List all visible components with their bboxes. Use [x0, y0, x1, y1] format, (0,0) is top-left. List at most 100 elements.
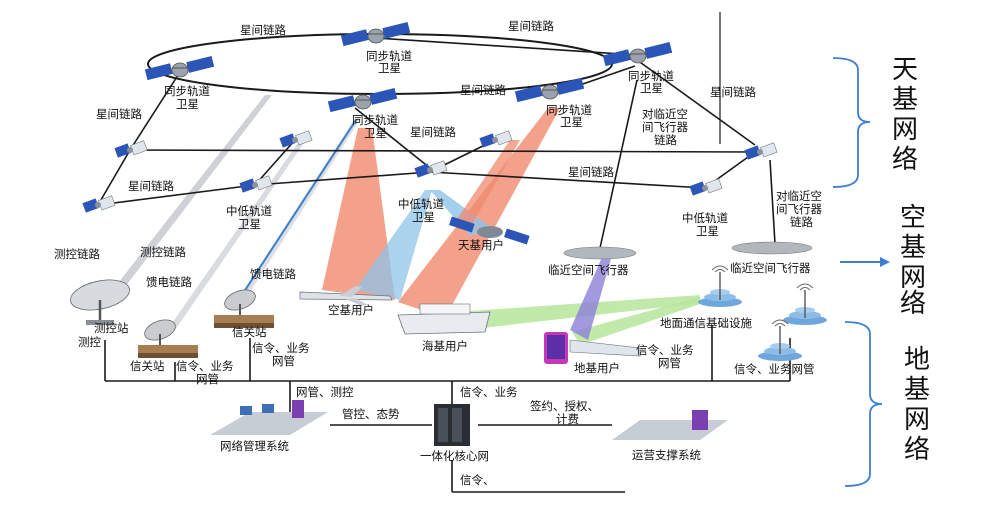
meo-satellite-7-icon	[688, 178, 723, 197]
meo-satellite-2-icon	[81, 195, 116, 214]
near-space-link-line-2	[769, 159, 776, 245]
geo-2-label-line-1: 同步轨道	[366, 49, 412, 63]
ground-network-char-3: 网	[904, 405, 930, 435]
air-network-char-3: 网	[900, 263, 926, 293]
sig-bus-2-line-1: 信令、业务	[252, 341, 310, 355]
geo-5-label-line-2: 卫星	[640, 81, 663, 95]
sig-bus-2-line-2: 网管	[272, 354, 295, 368]
meo-2-label-line-2: 卫星	[412, 210, 435, 224]
geo-satellite-4-icon	[514, 77, 585, 103]
isl-meo-row2-line	[97, 184, 256, 206]
beam-geo-to-air-user	[322, 128, 395, 300]
beam-tt-link	[108, 95, 272, 300]
feeder-link-1-label: 馈电链路	[146, 275, 192, 289]
ground-user-devices-icon	[544, 332, 641, 364]
ground-user-label: 地基用户	[574, 361, 620, 375]
ground-network-char-4: 络	[904, 435, 930, 465]
beam-feeder-2	[240, 118, 361, 300]
beam-purple-ground	[570, 255, 612, 340]
geo-1-label-line-2: 卫星	[176, 97, 199, 111]
near-space-airship-1-icon	[563, 246, 637, 260]
network-management-system-label: 网络管理系统	[220, 439, 289, 453]
air-network-char-4: 络	[900, 289, 926, 319]
near-space-link-1-line-3: 链路	[654, 133, 677, 147]
geo-satellite-3-icon	[327, 87, 398, 113]
beam-meo-blue	[355, 190, 432, 300]
meo-satellite-5-icon	[413, 160, 448, 179]
beam-geo-red-2	[455, 140, 520, 228]
sig-bus-3-line-2: 网管	[658, 356, 681, 370]
geo-4-label-line-2: 卫星	[560, 115, 583, 129]
feeder-blue-line	[239, 119, 357, 299]
isl-top-left-label: 星间链路	[240, 23, 286, 37]
meo-2-label-line-1: 中低轨道	[398, 197, 444, 211]
meo-1-label-line-2: 卫星	[238, 217, 261, 231]
geo-3-label-line-1: 同步轨道	[352, 113, 398, 127]
sea-user-label: 海基用户	[422, 339, 468, 353]
isl-left-label: 星间链路	[96, 107, 142, 121]
meo-3-label-line-1: 中低轨道	[682, 211, 728, 225]
tt-link-1-label: 测控链路	[54, 247, 100, 261]
geo-4-label-line-1: 同步轨道	[546, 103, 592, 117]
air-network-char-1: 空	[900, 203, 926, 233]
isl-geo-meo-left	[129, 71, 181, 151]
space-network-char-3: 网	[892, 115, 918, 145]
isl-right-label: 星间链路	[710, 85, 756, 99]
near-space-link-2-line-1: 对临近空	[776, 189, 822, 203]
beam-meo-to-space-user	[430, 190, 492, 236]
space-user-label: 天基用户	[458, 238, 504, 252]
isl-geo-right-line	[636, 59, 756, 146]
air-network-char-2: 基	[900, 233, 926, 263]
near-space-link-line-1	[599, 79, 638, 249]
beam-green-sea	[455, 295, 700, 330]
sig-bus-3-line-1: 信令、业务	[636, 343, 694, 357]
core-network-server-icon	[434, 404, 470, 446]
sig-bus-1-line-1: 信令、业务	[176, 359, 234, 373]
gateway-1-label: 信关站	[130, 359, 165, 373]
near-space-link-2-line-2: 间飞行器	[776, 202, 822, 216]
gateway-station-1-icon	[138, 315, 198, 358]
isl-top-right-label: 星间链路	[508, 19, 554, 33]
gateway-station-2-icon	[214, 285, 274, 328]
meo-1-label-line-1: 中低轨道	[226, 204, 272, 218]
net-mgmt-tt-label: 网管、测控	[296, 385, 354, 399]
isl-meo-mid-label: 星间链路	[568, 165, 614, 179]
space-network-char-4: 络	[892, 145, 918, 175]
near-space-airship-2-icon	[731, 241, 813, 255]
isl-meo-left-vertical	[97, 149, 131, 206]
bottom-sig-label: 信令、	[460, 473, 495, 487]
near-space-link-1-line-2: 间飞行器	[642, 120, 688, 134]
geo-satellite-5-icon	[602, 41, 673, 67]
tt-link-2-label: 测控链路	[140, 245, 186, 259]
ops-support-system-label: 运营支撑系统	[632, 448, 701, 462]
tt-station-dish-icon	[70, 279, 130, 325]
space-network-bracket	[832, 57, 871, 188]
control-situation-label: 管控、态势	[342, 407, 400, 421]
tt-label: 测控	[78, 335, 101, 349]
geo-3-label-line-2: 卫星	[364, 126, 387, 140]
ops-support-system-icon	[612, 410, 728, 440]
sig-bus-4-label: 信令、业务网管	[734, 362, 815, 376]
air-network-arrow-icon	[840, 257, 890, 267]
near-space-aircraft-2-label: 临近空间飞行器	[730, 261, 811, 275]
near-space-link-2-line-3: 链路	[790, 215, 813, 229]
air-user-label: 空基用户	[328, 303, 374, 317]
beam-geo-to-sea-user	[398, 108, 560, 318]
meo-satellite-8-icon	[743, 142, 778, 161]
geo-satellite-2-icon	[340, 21, 411, 47]
geo-2-label-line-2: 卫星	[378, 61, 401, 75]
isl-meo-top-line	[129, 149, 756, 153]
near-space-link-1-line-1: 对临近空	[642, 107, 688, 121]
ground-infra-tower-3-icon	[757, 319, 803, 362]
isl-center-label: 星间链路	[410, 125, 456, 139]
isl-top-right-line	[375, 37, 638, 56]
billing-label-line-1: 签约、授权、	[530, 399, 599, 413]
beam-feeder-1	[170, 140, 306, 330]
gateway-2-label: 信关站	[232, 325, 267, 339]
geo-satellite-1-icon	[144, 55, 215, 81]
network-management-system-icon	[210, 400, 328, 435]
sig-bus-core-label: 信令、业务	[460, 385, 518, 399]
ground-infra-tower-2-icon	[782, 283, 828, 326]
isl-meo-diag-1	[254, 139, 296, 186]
ship-icon	[397, 303, 491, 335]
